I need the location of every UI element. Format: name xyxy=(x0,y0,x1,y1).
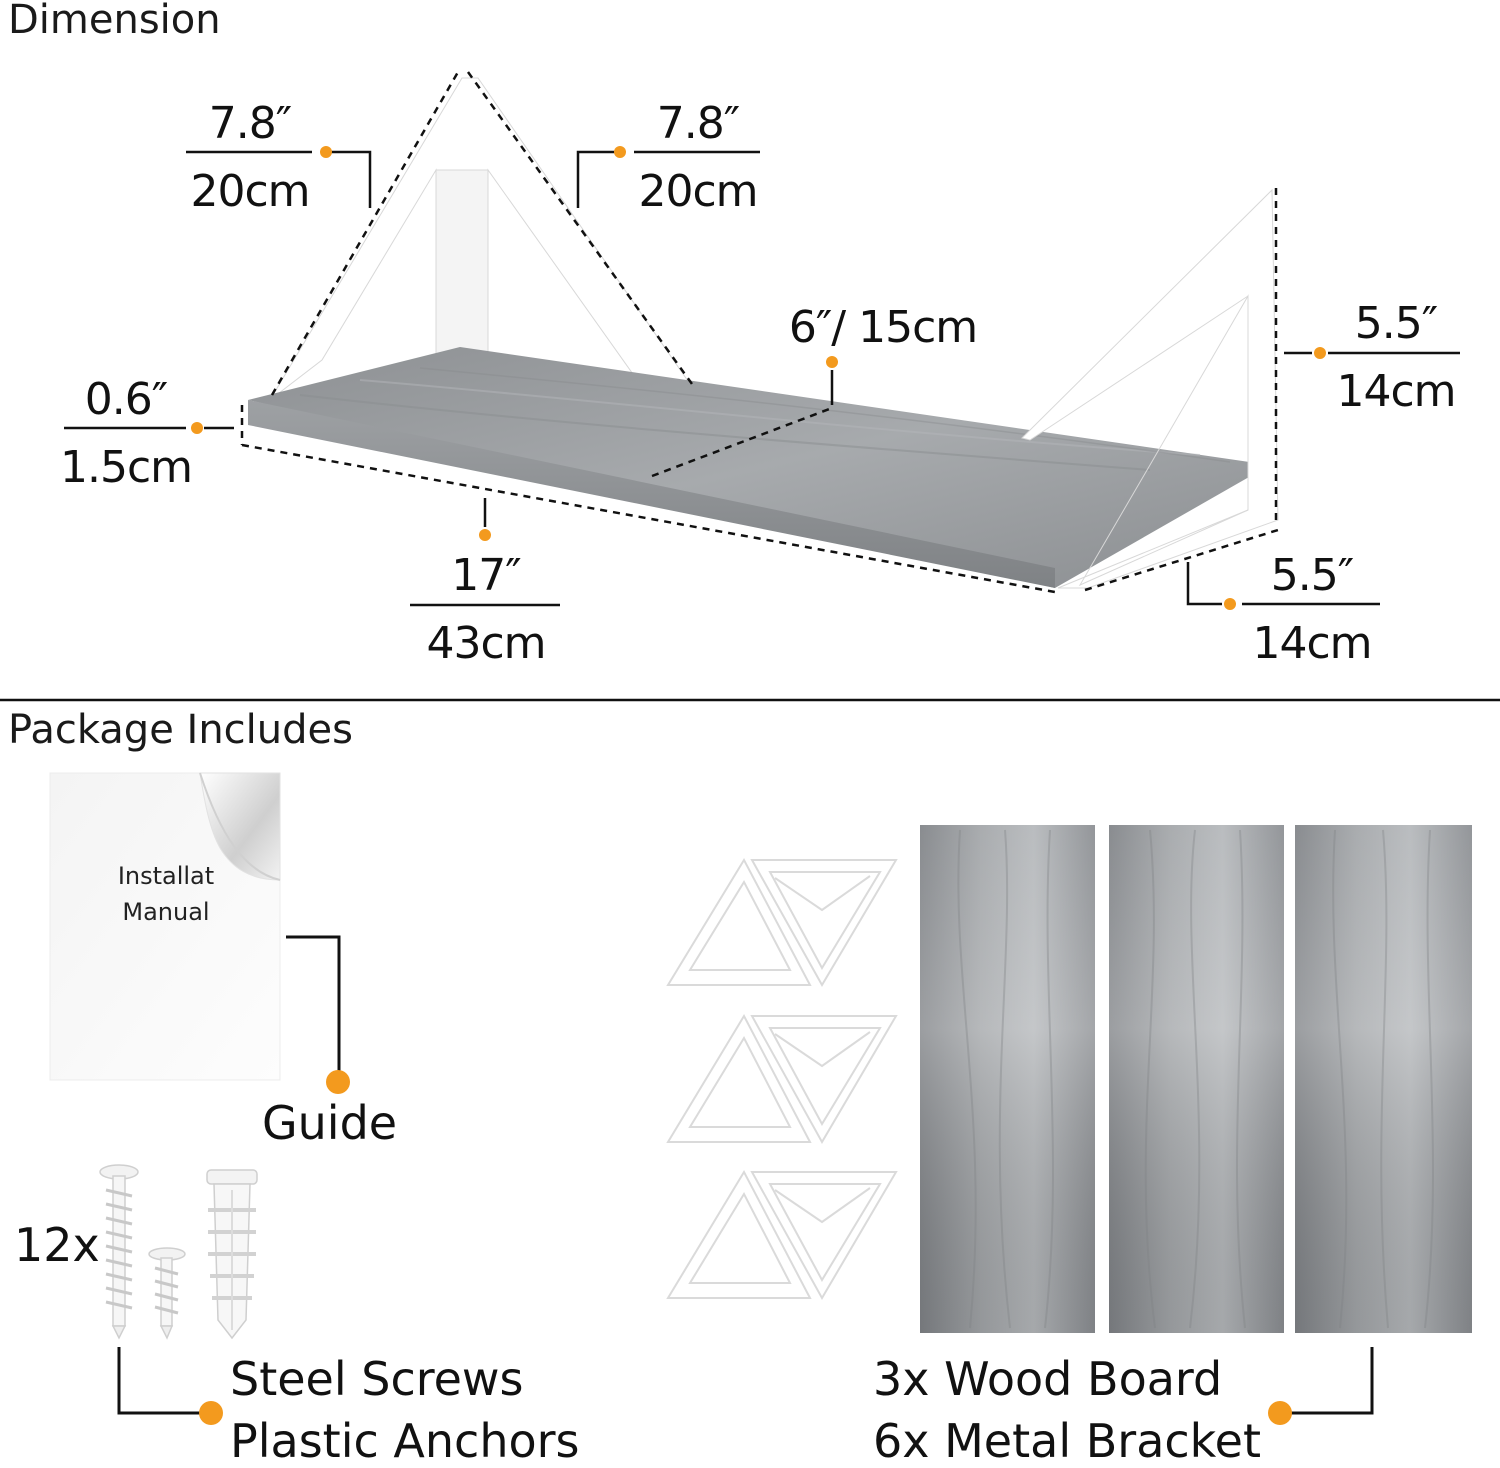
length-inch: 17″ xyxy=(451,550,521,601)
manual-title-line1: Installat xyxy=(117,862,215,890)
thickness-cm: 1.5cm xyxy=(59,442,193,493)
boards-leader xyxy=(1268,1347,1374,1425)
dimension-dashed-outlines xyxy=(240,71,1279,594)
screws-count: 12x xyxy=(14,1218,100,1272)
shelf-depth-label: 6″/ 15cm xyxy=(788,302,978,353)
right-bracket-height-inch: 5.5″ xyxy=(1354,298,1438,349)
installation-manual xyxy=(49,772,281,1081)
wood-board-label: 3x Wood Board xyxy=(873,1352,1223,1406)
wood-board-2 xyxy=(1109,825,1284,1333)
wood-boards-group xyxy=(920,825,1472,1333)
metal-bracket-label: 6x Metal Bracket xyxy=(873,1414,1262,1468)
bracket-pair-1 xyxy=(666,857,898,988)
dimension-leader-lines xyxy=(64,150,1460,607)
shelf-illustration xyxy=(64,71,1460,610)
package-heading: Package Includes xyxy=(8,707,353,753)
right-bracket-depth-cm: 14cm xyxy=(1252,618,1372,669)
bracket-pair-3 xyxy=(666,1169,898,1301)
short-screw-icon xyxy=(148,1247,186,1340)
thickness-inch: 0.6″ xyxy=(84,374,168,425)
bracket-pair-2 xyxy=(666,1013,898,1145)
wood-board-3 xyxy=(1295,825,1472,1333)
right-bracket xyxy=(1021,188,1279,589)
guide-leader xyxy=(286,935,350,1094)
left-bracket-height-cm: 20cm xyxy=(190,166,310,217)
screws-and-anchor xyxy=(99,1164,258,1340)
metal-brackets-group xyxy=(666,857,898,1301)
wood-board-1 xyxy=(920,825,1095,1333)
right-bracket-height-cm: 14cm xyxy=(1336,366,1456,417)
accent-dots-dimension xyxy=(191,146,1326,610)
screws-label: Steel Screws xyxy=(230,1352,524,1406)
right-bracket-depth-inch: 5.5″ xyxy=(1270,550,1354,601)
plastic-anchor-icon xyxy=(206,1169,258,1340)
dimension-heading: Dimension xyxy=(8,0,221,43)
left-bracket-width-cm: 20cm xyxy=(638,166,758,217)
left-bracket-width-inch: 7.8″ xyxy=(656,98,740,149)
shelf-board xyxy=(248,347,1270,588)
anchors-label: Plastic Anchors xyxy=(230,1414,580,1468)
left-bracket-height-inch: 7.8″ xyxy=(208,98,292,149)
long-screw-icon xyxy=(99,1164,139,1340)
screws-leader xyxy=(117,1347,223,1425)
length-cm: 43cm xyxy=(426,618,546,669)
guide-label: Guide xyxy=(262,1096,398,1150)
manual-title-line2: Manual xyxy=(122,898,210,926)
